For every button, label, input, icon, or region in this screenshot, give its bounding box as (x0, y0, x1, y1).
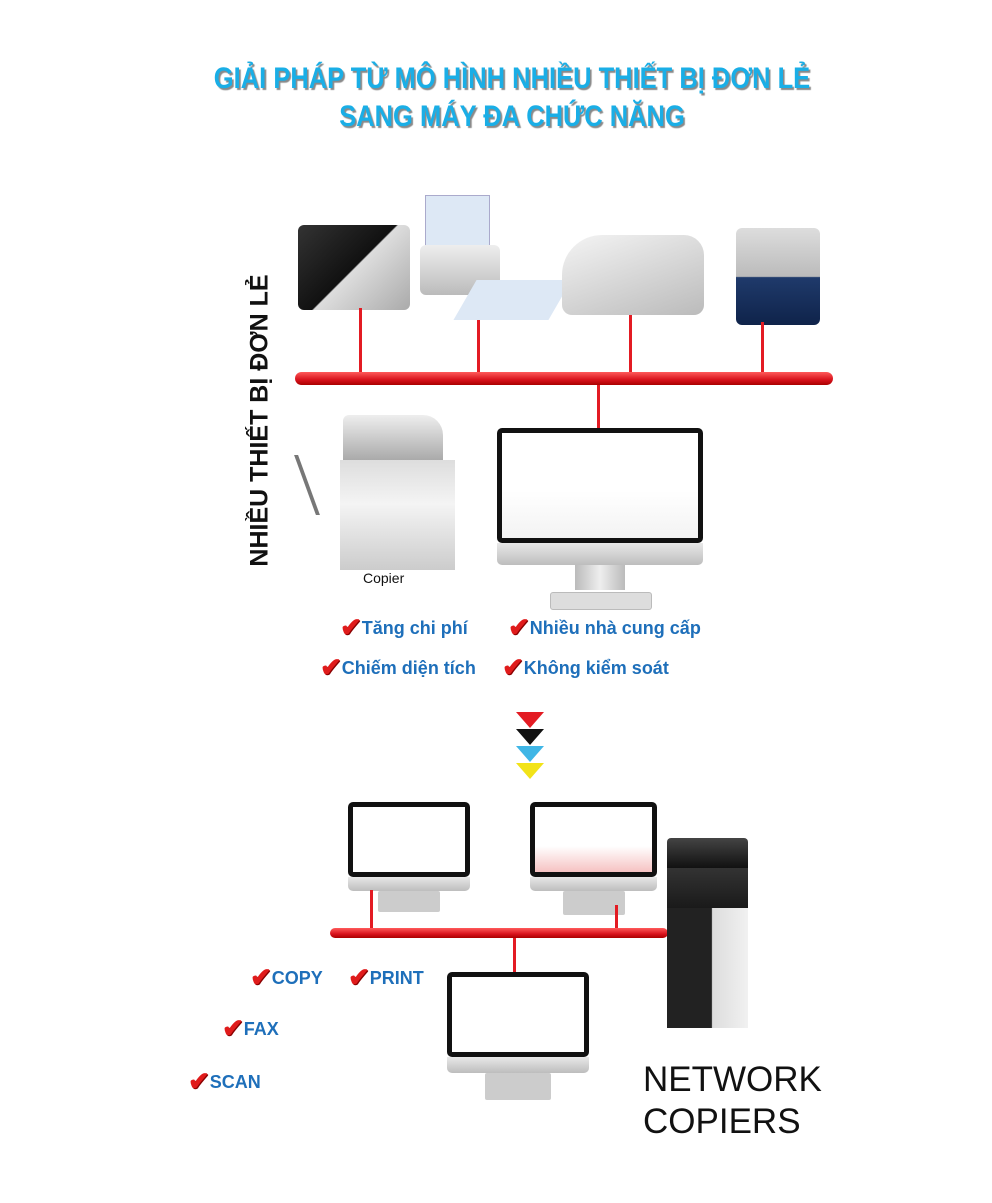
keyboard-image (550, 592, 652, 610)
network-label-line-2: COPIERS (643, 1102, 801, 1141)
printer-image (420, 195, 572, 325)
chevron-down-icon (516, 763, 544, 779)
chevron-down-icon (516, 712, 544, 728)
computer-monitor (497, 428, 703, 568)
network-bus-bottom (330, 928, 668, 938)
connector-line (513, 938, 516, 972)
drawback-item: ✔Không kiểm soát (502, 652, 669, 682)
network-label-line-1: NETWORK (643, 1060, 822, 1099)
connector-line (359, 308, 362, 374)
side-label: NHIỀU THIẾT BỊ ĐƠN LẺ (245, 274, 274, 567)
check-icon: ✔ (188, 1066, 210, 1096)
check-icon: ✔ (222, 1013, 244, 1043)
computer-monitor (447, 972, 589, 1100)
fax-machine-image (298, 225, 410, 310)
check-icon: ✔ (348, 962, 370, 992)
network-copier-image (667, 838, 748, 1028)
drawback-item: ✔Tăng chi phí (340, 612, 468, 642)
copier-label: Copier (363, 570, 405, 586)
drawback-item: ✔Nhiều nhà cung cấp (508, 612, 701, 642)
check-icon: ✔ (320, 652, 342, 682)
mfp-image (736, 228, 820, 325)
computer-monitor (530, 802, 657, 915)
function-item: ✔SCAN (188, 1066, 261, 1096)
title-line-1: GIẢI PHÁP TỪ MÔ HÌNH NHIỀU THIẾT BỊ ĐƠN … (213, 62, 811, 95)
connector-line (597, 385, 600, 429)
monitor-stand (575, 565, 625, 590)
check-icon: ✔ (250, 962, 272, 992)
network-bus-top (295, 372, 833, 385)
connector-line (477, 320, 480, 374)
check-icon: ✔ (502, 652, 524, 682)
drawback-item: ✔Chiếm diện tích (320, 652, 476, 682)
function-item: ✔COPY (250, 962, 323, 992)
chevron-down-icon (516, 729, 544, 745)
connector-line (370, 890, 373, 930)
check-icon: ✔ (340, 612, 362, 642)
function-item: ✔FAX (222, 1013, 279, 1043)
scanner-image (562, 235, 704, 315)
computer-monitor (348, 802, 470, 912)
copier-image (294, 415, 455, 570)
function-item: ✔PRINT (348, 962, 424, 992)
title-line-2: SANG MÁY ĐA CHỨC NĂNG (339, 100, 685, 133)
connector-line (761, 322, 764, 374)
connector-line (615, 905, 618, 930)
check-icon: ✔ (508, 612, 530, 642)
chevron-down-icon (516, 746, 544, 762)
connector-line (629, 315, 632, 374)
